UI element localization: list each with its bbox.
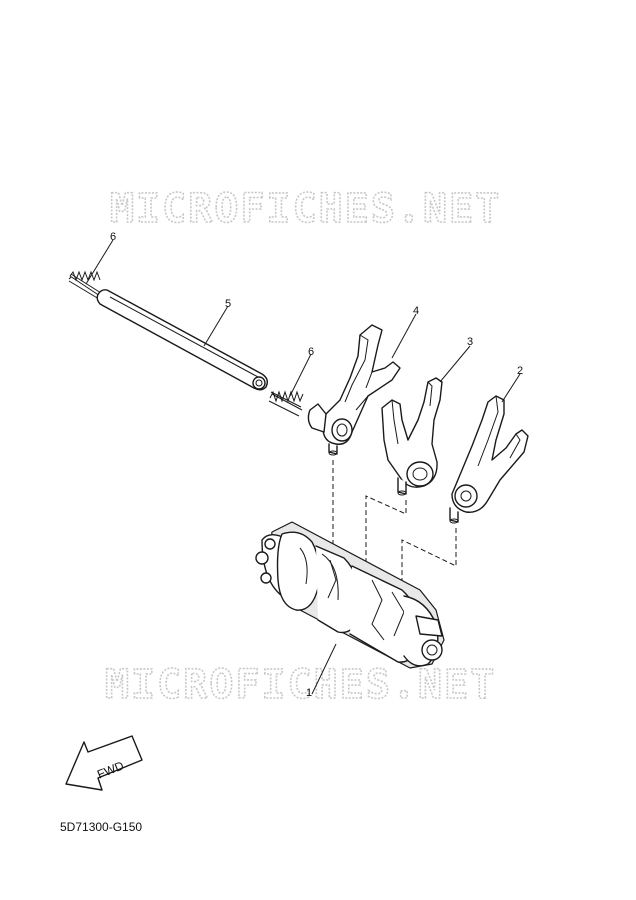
shift-fork-2: [449, 395, 529, 524]
forward-arrow-icon: FWD: [65, 735, 143, 791]
leader-lines: [85, 239, 521, 695]
callout-1: 1: [306, 687, 312, 699]
part-number: 5D71300-G150: [60, 820, 143, 834]
callout-2: 2: [517, 365, 523, 377]
callout-5: 5: [225, 298, 231, 310]
spring-lower: [268, 390, 304, 417]
alignment-lines: [332, 460, 457, 590]
callout-6-upper: 6: [110, 231, 116, 243]
callout-4: 4: [413, 305, 419, 317]
shift-drum: [255, 521, 445, 669]
watermark-top: MICROFICHES.NET: [110, 186, 501, 232]
callout-6-lower: 6: [308, 346, 314, 358]
watermark-bottom: MICROFICHES.NET: [105, 662, 496, 708]
shift-shaft: [96, 289, 269, 391]
shift-fork-3: [381, 377, 443, 496]
callout-3: 3: [467, 336, 473, 348]
shift-fork-4: [307, 324, 401, 456]
spring-upper: [68, 270, 102, 300]
